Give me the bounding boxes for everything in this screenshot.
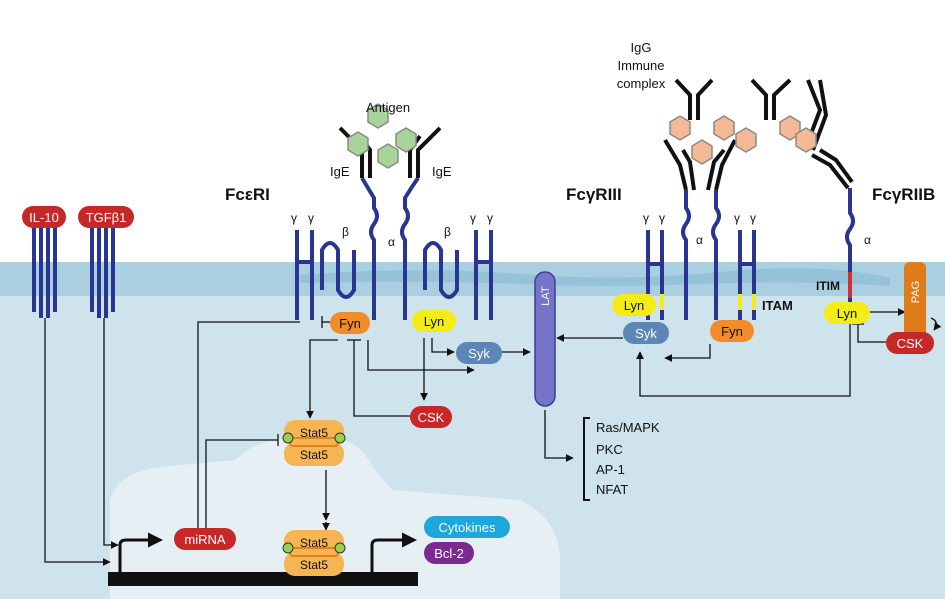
fyn-label: Fyn bbox=[339, 316, 361, 331]
lyn-fcgriib: Lyn bbox=[824, 302, 870, 324]
syk-fceri: Syk bbox=[456, 342, 502, 364]
tgfb1-label: TGFβ1 bbox=[86, 210, 127, 225]
il10-pill: IL-10 bbox=[22, 206, 66, 228]
cytokines-pill: Cytokines bbox=[424, 516, 510, 538]
csk-fceri: CSK bbox=[410, 406, 452, 428]
stat5-dimer-nucleus: Stat5 Stat5 bbox=[282, 530, 346, 576]
il10-label: IL-10 bbox=[29, 210, 59, 225]
alpha-label: α bbox=[864, 233, 871, 247]
bcl2-pill: Bcl-2 bbox=[424, 542, 474, 564]
downstream-item: AP-1 bbox=[596, 462, 625, 477]
beta-label: β bbox=[444, 225, 451, 239]
syk-fcgriii: Syk bbox=[623, 322, 669, 344]
cytokines-label: Cytokines bbox=[438, 520, 496, 535]
lat-adaptor bbox=[534, 271, 556, 407]
fyn-fcgriii: Fyn bbox=[710, 320, 754, 342]
gamma-label: γ bbox=[487, 211, 493, 225]
tgfb1-pill: TGFβ1 bbox=[78, 206, 134, 228]
il10-receptor bbox=[32, 226, 57, 318]
lyn-label: Lyn bbox=[424, 314, 444, 329]
fceri-title: FcεRI bbox=[225, 185, 270, 204]
downstream-bracket bbox=[583, 417, 590, 501]
tgfb1-receptor bbox=[90, 226, 115, 318]
stat5-label: Stat5 bbox=[300, 426, 328, 440]
fcgriii-receptor bbox=[646, 190, 756, 320]
igg-immune-complex bbox=[663, 78, 854, 191]
gamma-label: γ bbox=[643, 211, 649, 225]
igg-label-line3: complex bbox=[617, 76, 666, 91]
csk-fcgriib: CSK bbox=[886, 332, 934, 354]
csk-label: CSK bbox=[418, 410, 445, 425]
gamma-label: γ bbox=[734, 211, 740, 225]
stat5-dimer-cytoplasm: Stat5 Stat5 bbox=[282, 420, 346, 466]
gene-arrows bbox=[118, 532, 417, 572]
bcl2-label: Bcl-2 bbox=[434, 546, 464, 561]
alpha-label: α bbox=[388, 235, 395, 249]
membrane-texture bbox=[300, 268, 890, 286]
stat5-label: Stat5 bbox=[300, 558, 328, 572]
beta-label: β bbox=[342, 225, 349, 239]
stat5-label: Stat5 bbox=[300, 536, 328, 550]
pathway-lines bbox=[44, 308, 942, 566]
antigen-label: Antigen bbox=[366, 100, 410, 115]
gamma-label: γ bbox=[308, 211, 314, 225]
igg-antigens bbox=[669, 115, 817, 165]
downstream-item: PKC bbox=[596, 442, 623, 457]
lyn-fceri: Lyn bbox=[412, 310, 456, 332]
fcgriii-title: FcγRIII bbox=[566, 185, 622, 204]
lat-label: LAT bbox=[540, 286, 552, 306]
fyn-fceri: Fyn bbox=[330, 312, 370, 334]
gamma-label: γ bbox=[291, 211, 297, 225]
csk-label: CSK bbox=[897, 336, 924, 351]
lyn-label: Lyn bbox=[837, 306, 857, 321]
downstream-item: Ras/MAPK bbox=[596, 420, 660, 435]
gamma-label: γ bbox=[470, 211, 476, 225]
syk-label: Syk bbox=[635, 326, 657, 341]
itim-label: ITIM bbox=[816, 279, 840, 293]
pag-adaptor bbox=[904, 262, 926, 344]
ige-label-left: IgE bbox=[330, 164, 350, 179]
fceri-receptor bbox=[295, 176, 493, 320]
itam-label: ITAM bbox=[762, 298, 793, 313]
antigen-cluster bbox=[347, 103, 417, 169]
igg-label-line2: Immune bbox=[618, 58, 665, 73]
downstream-item: NFAT bbox=[596, 482, 628, 497]
lyn-label: Lyn bbox=[624, 298, 644, 313]
igg-label-line1: IgG bbox=[631, 40, 652, 55]
lyn-fcgriii: Lyn bbox=[612, 294, 656, 316]
syk-label: Syk bbox=[468, 346, 490, 361]
mirna-label: miRNA bbox=[184, 532, 225, 547]
fyn-label: Fyn bbox=[721, 324, 743, 339]
stat5-label: Stat5 bbox=[300, 448, 328, 462]
pag-label: PAG bbox=[910, 281, 922, 303]
dna-strand bbox=[108, 572, 418, 586]
alpha-label: α bbox=[696, 233, 703, 247]
fcgriib-title: FcγRIIB bbox=[872, 185, 935, 204]
gamma-label: γ bbox=[659, 211, 665, 225]
fcgriib-receptor bbox=[845, 188, 855, 305]
ige-label-right: IgE bbox=[432, 164, 452, 179]
gamma-label: γ bbox=[750, 211, 756, 225]
mirna-pill: miRNA bbox=[174, 528, 236, 550]
